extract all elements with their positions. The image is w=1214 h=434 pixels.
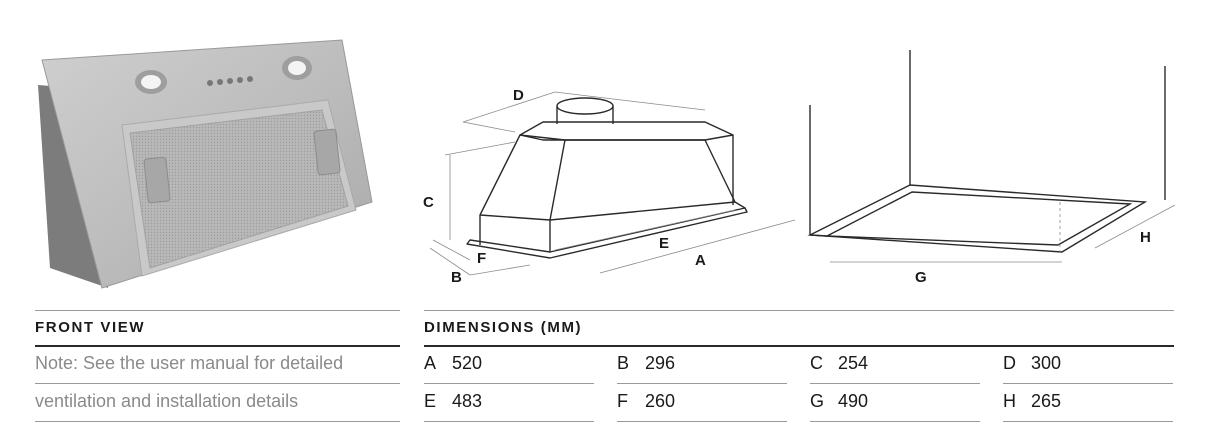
label-b: B — [451, 269, 462, 286]
dimensions-heavy-rule — [424, 345, 1174, 347]
front-heavy-rule — [35, 345, 400, 347]
dimension-b: B 296 — [617, 347, 787, 384]
label-f: F — [477, 250, 486, 267]
dimension-a: A 520 — [424, 347, 594, 384]
dimension-label: C — [810, 353, 823, 373]
dimension-drawing-cutout: G H — [807, 50, 1176, 286]
dimension-f: F 260 — [617, 385, 787, 422]
dimension-drawing-isometric: D C F B E A — [423, 87, 796, 286]
dimension-value: 490 — [838, 391, 869, 411]
dimension-value: 254 — [838, 353, 869, 373]
dimension-label: A — [424, 353, 437, 373]
dimension-value: 260 — [645, 391, 676, 411]
dimension-label: E — [424, 391, 437, 411]
dimension-h: H 265 — [1003, 385, 1173, 422]
note-line-2: ventilation and installation details — [35, 385, 400, 422]
dimension-d: D 300 — [1003, 347, 1173, 384]
dimension-label: B — [617, 353, 630, 373]
dimension-c: C 254 — [810, 347, 980, 384]
dimension-value: 520 — [452, 353, 483, 373]
label-g: G — [915, 269, 927, 286]
dimension-value: 265 — [1031, 391, 1062, 411]
note-line-1: Note: See the user manual for detailed — [35, 347, 400, 384]
dimensions-top-rule — [424, 310, 1174, 311]
dimension-value: 483 — [452, 391, 483, 411]
dimensions-title: DIMENSIONS (MM) — [424, 319, 583, 336]
dimension-label: H — [1003, 391, 1016, 411]
rangehood-photo — [38, 39, 373, 289]
label-h: H — [1140, 229, 1151, 246]
label-e: E — [659, 235, 669, 252]
label-d: D — [513, 87, 524, 104]
front-view-title: FRONT VIEW — [35, 319, 146, 336]
dimension-label: F — [617, 391, 628, 411]
dimension-value: 300 — [1031, 353, 1062, 373]
label-c: C — [423, 194, 434, 211]
front-top-rule — [35, 310, 400, 311]
dimension-e: E 483 — [424, 385, 594, 422]
label-a: A — [695, 252, 706, 269]
dimension-label: D — [1003, 353, 1016, 373]
dimension-value: 296 — [645, 353, 676, 373]
dimension-g: G 490 — [810, 385, 980, 422]
dimension-label: G — [810, 391, 825, 411]
